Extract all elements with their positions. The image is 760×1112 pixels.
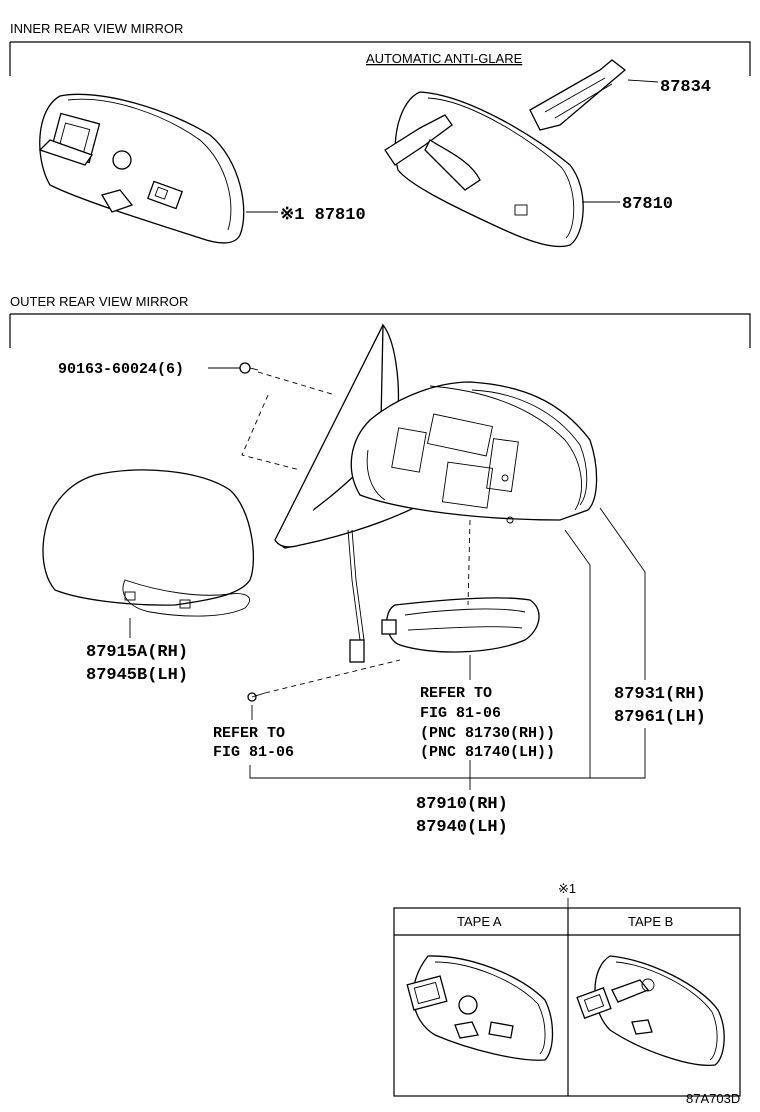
callout-87810-std: ※1 87810 xyxy=(280,206,366,225)
callout-87810-auto: 87810 xyxy=(622,195,673,214)
wire-harness xyxy=(347,529,365,663)
base-dashed-outline xyxy=(241,394,301,471)
refer-mid-line4: (PNC 81740(LH)) xyxy=(420,744,555,761)
screw-dashed-line xyxy=(257,371,336,396)
assy-bracket xyxy=(249,728,646,779)
callout-housing-rh: 87931(RH) xyxy=(614,685,706,704)
callout-cover-lh: 87945B(LH) xyxy=(86,666,188,685)
refer-mid-line3: (PNC 81730(RH)) xyxy=(420,725,555,742)
tape-a-header: TAPE A xyxy=(457,914,502,929)
callout-cover-rh: 87915A(RH) xyxy=(86,643,188,662)
tape-a-mirror xyxy=(406,955,554,1061)
refer-mid-line1: REFER TO xyxy=(420,685,492,702)
inner-mirror-auto xyxy=(384,59,627,248)
leader-87834 xyxy=(627,79,659,83)
refer-left-line2: FIG 81-06 xyxy=(213,744,294,761)
lamp-dashed-line xyxy=(467,519,471,606)
callout-assy-lh: 87940(LH) xyxy=(416,818,508,837)
mirror-housing xyxy=(350,381,598,524)
screw-bottom-icon xyxy=(247,692,266,702)
leader-housing xyxy=(599,507,646,680)
figure-code: 87A703D xyxy=(686,1091,740,1106)
screw-icon xyxy=(239,362,259,374)
callout-screw: 90163-60024(6) xyxy=(58,361,184,378)
refer-left-line1: REFER TO xyxy=(213,725,285,742)
callout-assy-rh: 87910(RH) xyxy=(416,795,508,814)
inner-mirror-standard xyxy=(38,93,245,244)
mirror-cover xyxy=(42,469,255,617)
refer-mid-line2: FIG 81-06 xyxy=(420,705,501,722)
outer-bracket-top xyxy=(10,313,751,348)
tape-table xyxy=(393,907,741,1097)
inner-bracket-top xyxy=(10,41,751,76)
outer-section-title: OUTER REAR VIEW MIRROR xyxy=(10,294,188,309)
turn-signal-lamp xyxy=(381,597,540,653)
auto-anti-glare-label: AUTOMATIC ANTI-GLARE xyxy=(366,51,523,66)
inner-section-title: INNER REAR VIEW MIRROR xyxy=(10,21,183,36)
screw-bottom-dashed-line xyxy=(264,659,401,694)
leader-assy-right xyxy=(564,529,591,778)
callout-87834: 87834 xyxy=(660,78,711,97)
tape-note-mark: ※1 xyxy=(558,881,576,896)
tape-b-mirror xyxy=(576,955,725,1066)
callout-housing-lh: 87961(LH) xyxy=(614,708,706,727)
tape-b-header: TAPE B xyxy=(628,914,673,929)
